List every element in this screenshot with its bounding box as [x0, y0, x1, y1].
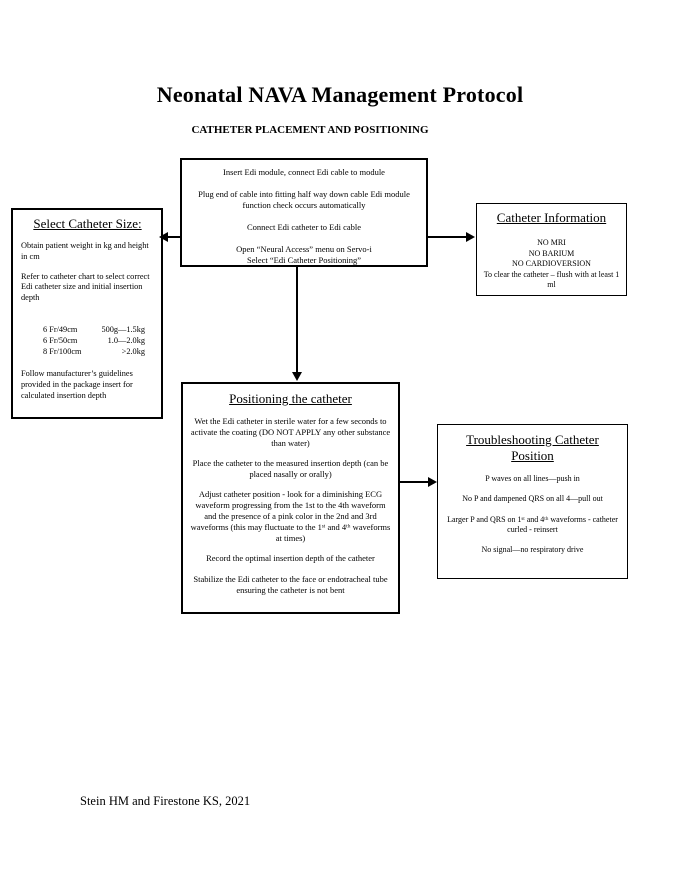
positioning-box-title: Positioning the catheter [229, 391, 352, 406]
setup-step-menu: Open “Neural Access” menu on Servo-i Sel… [186, 244, 422, 266]
troubleshooting-item: No P and dampened QRS on all 4—pull out [462, 494, 603, 504]
catheter-size-row: 6 Fr/50cm 1.0—2.0kg [43, 335, 145, 346]
catheter-size-row: 6 Fr/49cm 500g—1.5kg [43, 324, 145, 335]
troubleshooting-item: Larger P and QRS on 1ˢᵗ and 4ᵗʰ waveform… [447, 514, 618, 534]
setup-steps-box: Insert Edi module, connect Edi cable to … [180, 158, 428, 267]
arrowhead-left-icon [159, 232, 168, 242]
select-box-paragraph: Refer to catheter chart to select correc… [21, 271, 150, 303]
setup-menu-line: Select “Edi Catheter Positioning” [246, 255, 361, 266]
info-box-title: Catheter Information [496, 210, 607, 225]
select-box-footnote: Follow manufacturer’s guidelines provide… [21, 369, 133, 401]
info-line: NO CARDIOVERSION [512, 259, 591, 269]
setup-step: Plug end of cable into fitting half way … [198, 189, 410, 211]
positioning-step: Stabilize the Edi catheter to the face o… [193, 573, 388, 595]
positioning-step: Place the catheter to the measured inser… [192, 458, 389, 480]
info-line: NO MRI [537, 238, 566, 247]
catheter-size: 6 Fr/50cm [43, 336, 78, 346]
setup-step: Insert Edi module, connect Edi cable to … [223, 167, 385, 177]
catheter-size: 6 Fr/49cm [43, 324, 78, 334]
troubleshooting-title-line: Troubleshooting Catheter [466, 432, 599, 447]
select-box-title: Select Catheter Size: [33, 216, 142, 231]
troubleshooting-box: Troubleshooting Catheter Position P wave… [437, 424, 628, 579]
arrowhead-down-icon [292, 372, 302, 381]
weight-range: 1.0—2.0kg [107, 336, 145, 346]
info-line: To clear the catheter – flush with at le… [483, 269, 620, 290]
weight-range: >2.0kg [121, 347, 145, 357]
troubleshooting-title-line: Position [511, 447, 554, 463]
catheter-information-box: Catheter Information NO MRI NO BARIUM NO… [476, 203, 627, 296]
catheter-size-row: 8 Fr/100cm >2.0kg [43, 346, 145, 357]
setup-step: Connect Edi catheter to Edi cable [247, 222, 361, 233]
setup-menu-line: Open “Neural Access” menu on Servo-i [236, 244, 372, 255]
troubleshooting-box-title: Troubleshooting Catheter Position [444, 432, 621, 464]
positioning-step: Adjust catheter position - look for a di… [190, 489, 391, 544]
positioning-step: Wet the Edi catheter in sterile water fo… [190, 416, 391, 449]
page-subtitle: CATHETER PLACEMENT AND POSITIONING [191, 124, 429, 136]
select-box-paragraph: Obtain patient weight in kg and height i… [21, 241, 149, 261]
catheter-size: 8 Fr/100cm [43, 347, 82, 357]
troubleshooting-item: P waves on all lines—push in [485, 473, 580, 483]
arrowhead-right-icon [428, 477, 437, 487]
catheter-size-table: 6 Fr/49cm 500g—1.5kg 6 Fr/50cm 1.0—2.0kg… [43, 324, 145, 358]
arrowhead-right-icon [466, 232, 475, 242]
weight-range: 500g—1.5kg [101, 324, 145, 334]
select-catheter-size-box: Select Catheter Size: Obtain patient wei… [11, 208, 163, 419]
troubleshooting-item: No signal—no respiratory drive [481, 545, 584, 555]
page-title: Neonatal NAVA Management Protocol [156, 82, 524, 107]
footer-citation: Stein HM and Firestone KS, 2021 [80, 794, 251, 808]
positioning-box: Positioning the catheter Wet the Edi cat… [181, 382, 400, 614]
info-line: NO BARIUM [528, 248, 575, 258]
positioning-step: Record the optimal insertion depth of th… [206, 553, 375, 564]
